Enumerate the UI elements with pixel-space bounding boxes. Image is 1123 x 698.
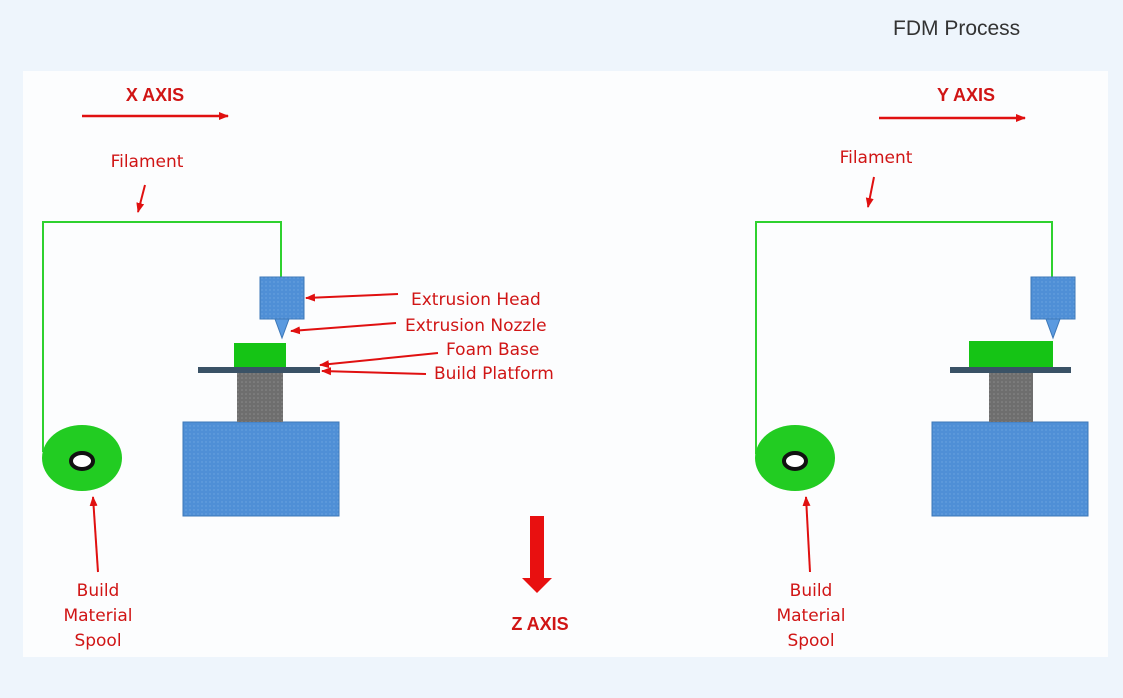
extrusion-head-label: Extrusion Head (411, 290, 541, 310)
left-filament-label: Filament (111, 152, 184, 172)
left-filament-line (42, 221, 282, 452)
right-spool-pointer (802, 496, 811, 573)
left-column (237, 373, 283, 422)
foam-base-pointer (319, 352, 439, 369)
left-spool-label-2: Material (63, 606, 132, 626)
right-build-platform (950, 367, 1071, 373)
left-foam-base (234, 343, 286, 367)
left-extrusion-nozzle (274, 318, 290, 340)
right-filament-pointer (865, 176, 875, 208)
z-axis-indicator: Z AXIS (511, 516, 569, 634)
left-machine (42, 221, 340, 517)
left-spool-label-3: Spool (74, 631, 121, 651)
foam-base-label: Foam Base (446, 340, 539, 360)
y-axis-indicator: Y AXIS (879, 85, 1026, 122)
extrusion-nozzle-label: Extrusion Nozzle (405, 316, 547, 336)
right-spool-hub (782, 451, 808, 471)
right-filament-line (755, 221, 1053, 454)
right-extrusion-head (1030, 276, 1076, 320)
x-axis-label: X AXIS (126, 85, 184, 105)
right-foam-base (969, 341, 1053, 367)
right-machine (755, 221, 1089, 517)
right-extrusion-nozzle (1045, 318, 1061, 340)
right-spool-label-2: Material (776, 606, 845, 626)
left-spool-hub (69, 451, 95, 471)
x-axis-indicator: X AXIS (82, 85, 229, 120)
build-platform-pointer (321, 367, 427, 376)
right-spool-label-3: Spool (787, 631, 834, 651)
right-filament-label: Filament (840, 148, 913, 168)
left-base-block (182, 421, 340, 517)
diagram-panel (23, 71, 1108, 657)
z-axis-arrow (522, 516, 552, 593)
extrusion-head-pointer (305, 293, 399, 302)
left-spool-label-1: Build (77, 581, 120, 601)
left-build-platform (198, 367, 320, 373)
right-column (989, 373, 1033, 422)
right-base-block (931, 421, 1089, 517)
right-spool-label-1: Build (790, 581, 833, 601)
left-filament-pointer (136, 184, 146, 213)
page-title: FDM Process (893, 17, 1021, 40)
z-axis-label: Z AXIS (511, 614, 568, 634)
left-extrusion-head (259, 276, 305, 320)
left-spool-pointer (89, 496, 99, 573)
build-platform-label: Build Platform (434, 364, 554, 384)
y-axis-label: Y AXIS (937, 85, 995, 105)
extrusion-nozzle-pointer (290, 322, 397, 335)
